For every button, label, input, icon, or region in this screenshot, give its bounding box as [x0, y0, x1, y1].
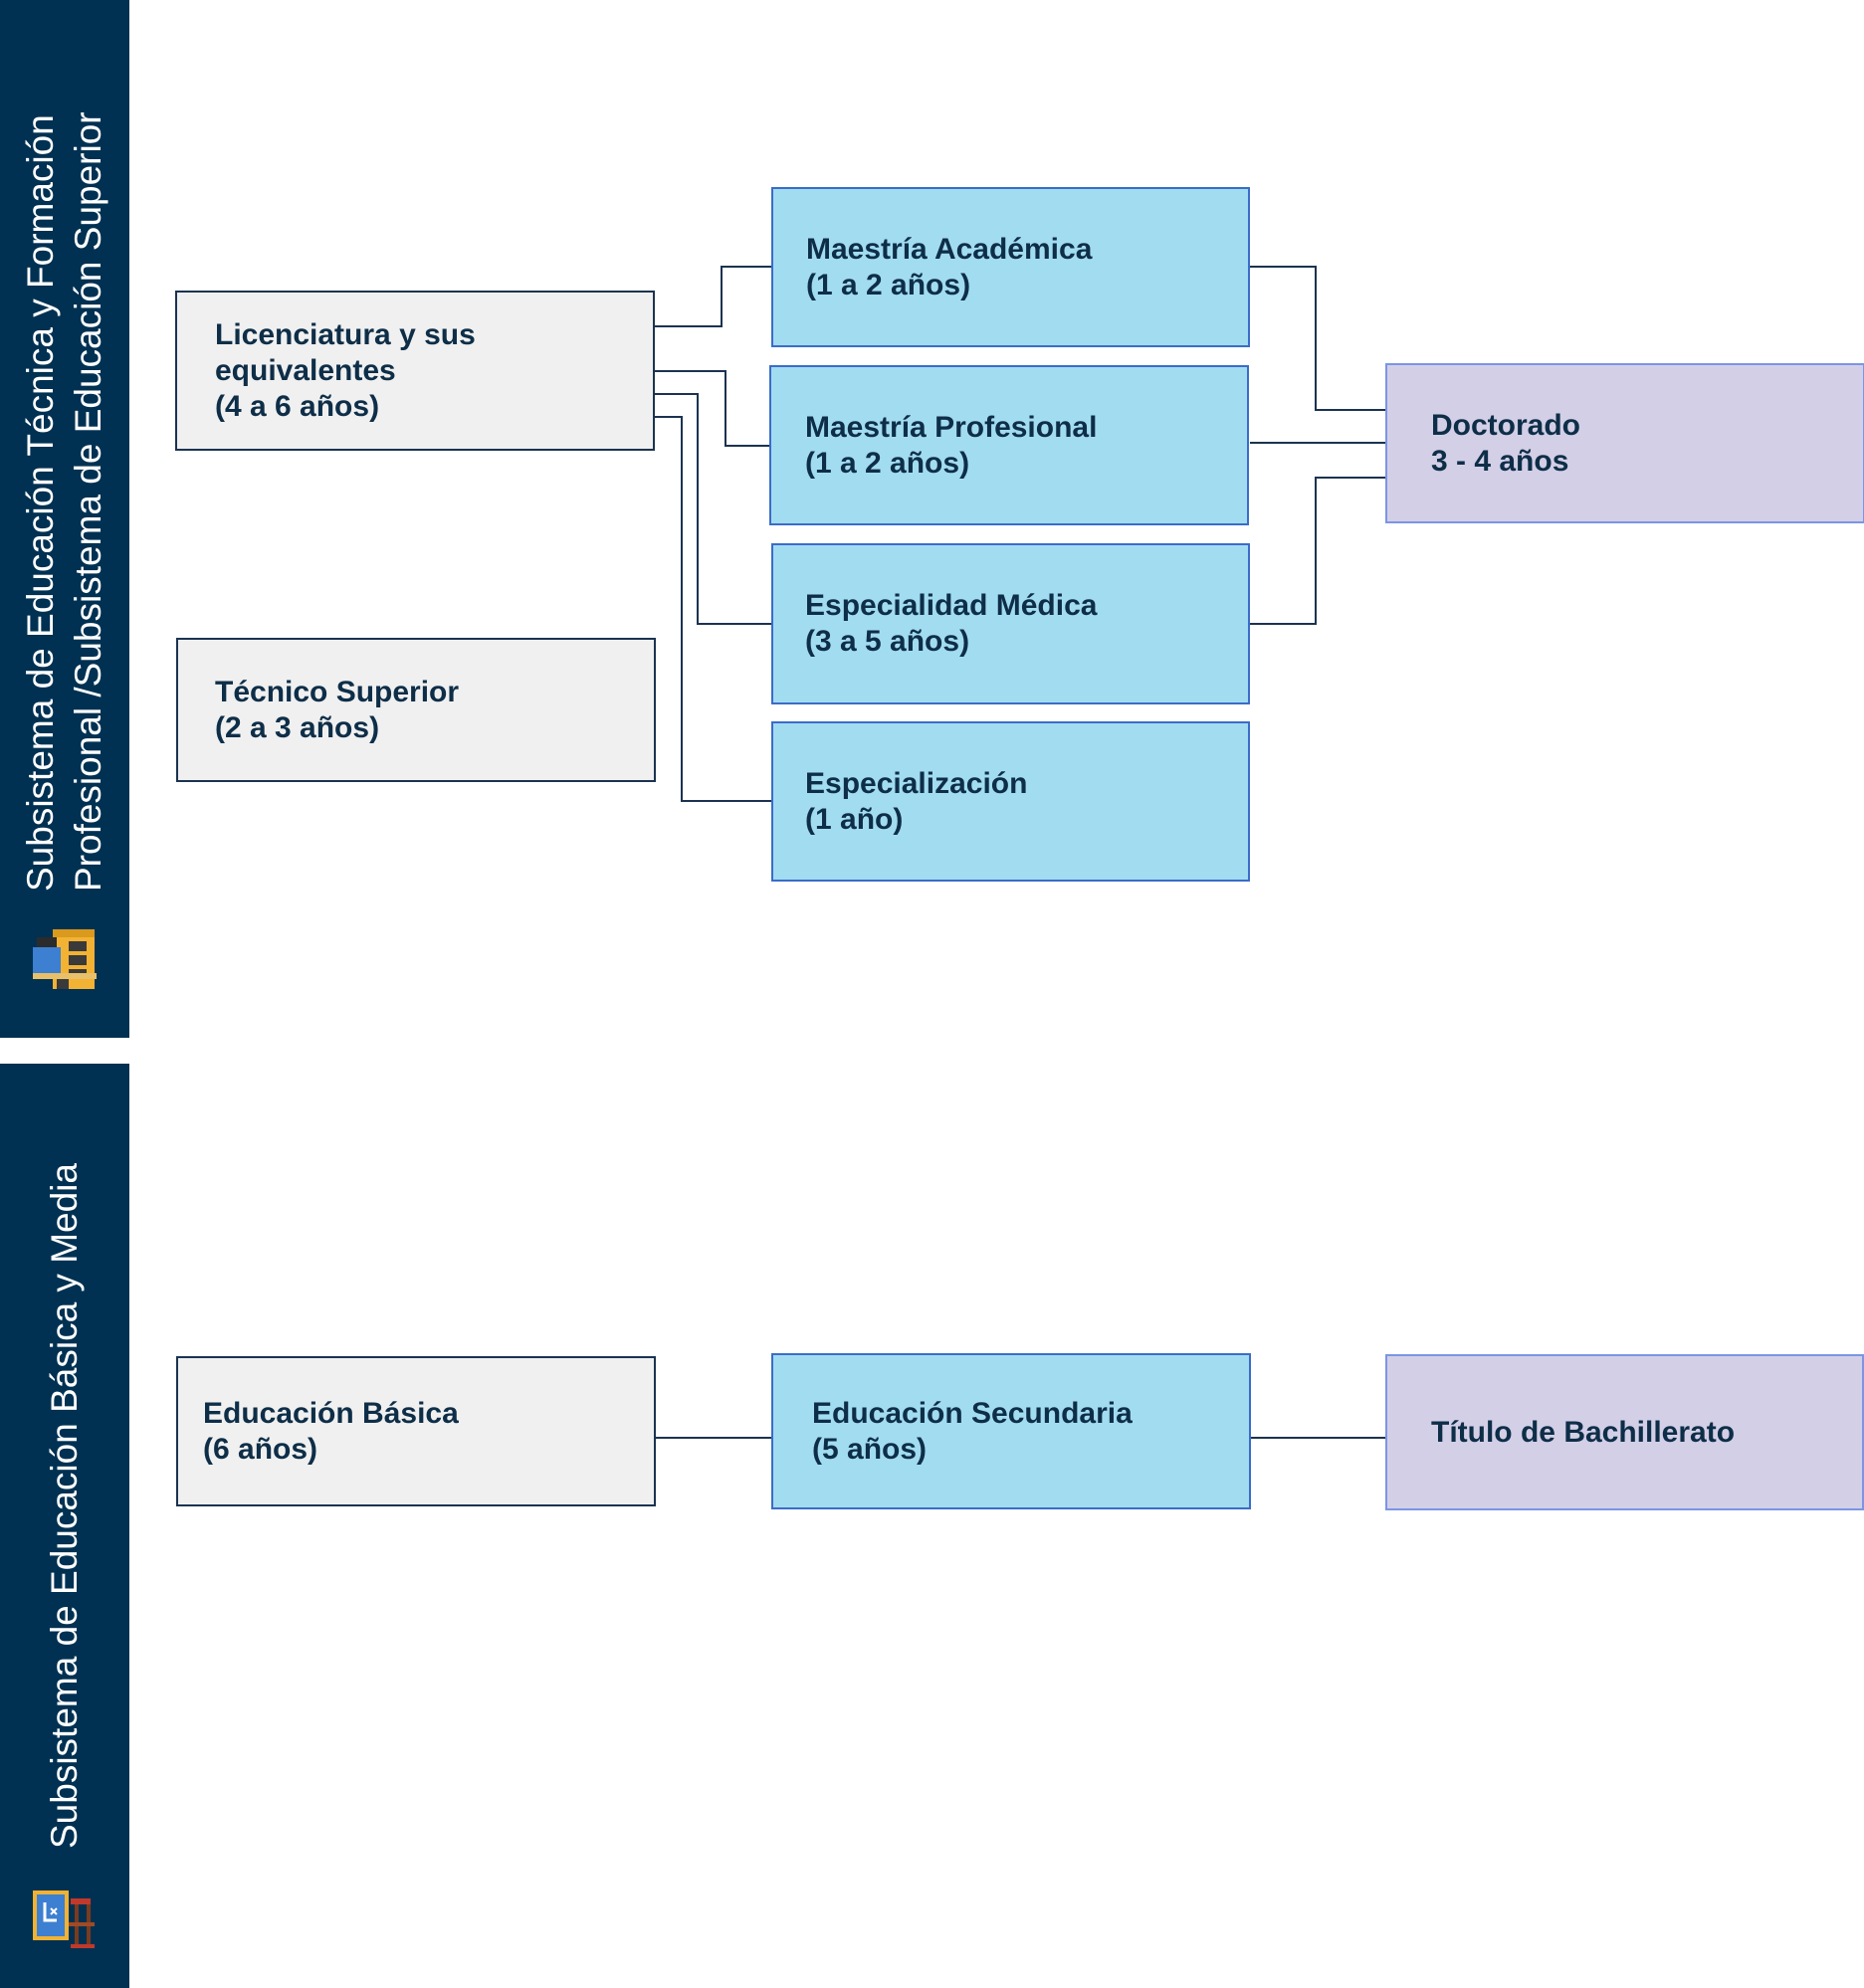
band-title-line-1: Subsistema de Educación Básica y Media: [44, 1163, 85, 1849]
node-especializacion-line-1: Especialización: [805, 766, 1028, 800]
band-educacion-basica: Subsistema de Educación Básica y Media: [0, 1064, 129, 1988]
connector-licenciatura-especialidad-medica: [655, 393, 771, 625]
node-maestria-academica-line-2: (1 a 2 años): [806, 268, 971, 301]
node-tecnico-superior-line-1: Técnico Superior: [215, 675, 460, 708]
node-especialidad-medica-line-1: Especialidad Médica: [805, 589, 1098, 622]
node-licenciatura-line-3: (4 a 6 años): [215, 389, 380, 423]
band-title-line-2: Profesional /Subsistema de Educación Sup…: [68, 111, 108, 892]
node-tecnico-superior: Técnico Superior (2 a 3 años): [176, 638, 656, 782]
node-licenciatura: Licenciatura y sus equivalentes (4 a 6 a…: [175, 291, 655, 451]
node-educacion-basica: Educación Básica (6 años): [176, 1356, 656, 1506]
band-title-line-1: Subsistema de Educación Técnica y Formac…: [20, 114, 61, 892]
node-tecnico-superior-line-2: (2 a 3 años): [215, 710, 380, 744]
band-educacion-superior-title: Subsistema de Educación Técnica y Formac…: [17, 111, 112, 892]
node-doctorado-line-1: Doctorado: [1431, 408, 1580, 442]
node-titulo-bachillerato-line-1: Título de Bachillerato: [1431, 1415, 1736, 1449]
node-educacion-basica-line-2: (6 años): [203, 1432, 318, 1466]
band-educacion-basica-title: Subsistema de Educación Básica y Media: [41, 1163, 89, 1849]
university-building-icon: [33, 929, 97, 989]
connector-maestria-academica-doctorado: [1249, 266, 1385, 411]
connector-especialidad-medica-doctorado: [1249, 477, 1385, 625]
node-maestria-profesional-line-2: (1 a 2 años): [805, 446, 970, 480]
node-licenciatura-line-2: equivalentes: [215, 353, 396, 387]
band-educacion-superior: Subsistema de Educación Técnica y Formac…: [0, 0, 129, 1038]
node-licenciatura-line-1: Licenciatura y sus: [215, 317, 476, 351]
node-titulo-bachillerato: Título de Bachillerato: [1385, 1354, 1864, 1510]
connector-licenciatura-maestria-profesional: [655, 370, 769, 447]
node-educacion-secundaria-line-1: Educación Secundaria: [812, 1396, 1133, 1430]
node-doctorado: Doctorado 3 - 4 años: [1385, 363, 1864, 523]
node-educacion-basica-line-1: Educación Básica: [203, 1396, 459, 1430]
node-educacion-secundaria: Educación Secundaria (5 años): [771, 1353, 1251, 1509]
node-educacion-secundaria-line-2: (5 años): [812, 1432, 928, 1466]
node-doctorado-line-2: 3 - 4 años: [1431, 444, 1569, 478]
node-maestria-academica: Maestría Académica (1 a 2 años): [771, 187, 1250, 347]
node-especialidad-medica-line-2: (3 a 5 años): [805, 625, 970, 658]
node-especialidad-medica: Especialidad Médica (3 a 5 años): [771, 543, 1250, 704]
connector-licenciatura-especializacion: [655, 416, 771, 802]
node-maestria-profesional: Maestría Profesional (1 a 2 años): [769, 365, 1249, 525]
node-especializacion-line-2: (1 año): [805, 802, 904, 836]
classroom-desk-icon: [33, 1890, 95, 1948]
connector-licenciatura-maestria-academica: [655, 266, 771, 327]
node-maestria-profesional-line-1: Maestría Profesional: [805, 410, 1098, 444]
node-especializacion: Especialización (1 año): [771, 721, 1250, 882]
node-maestria-academica-line-1: Maestría Académica: [806, 232, 1093, 266]
